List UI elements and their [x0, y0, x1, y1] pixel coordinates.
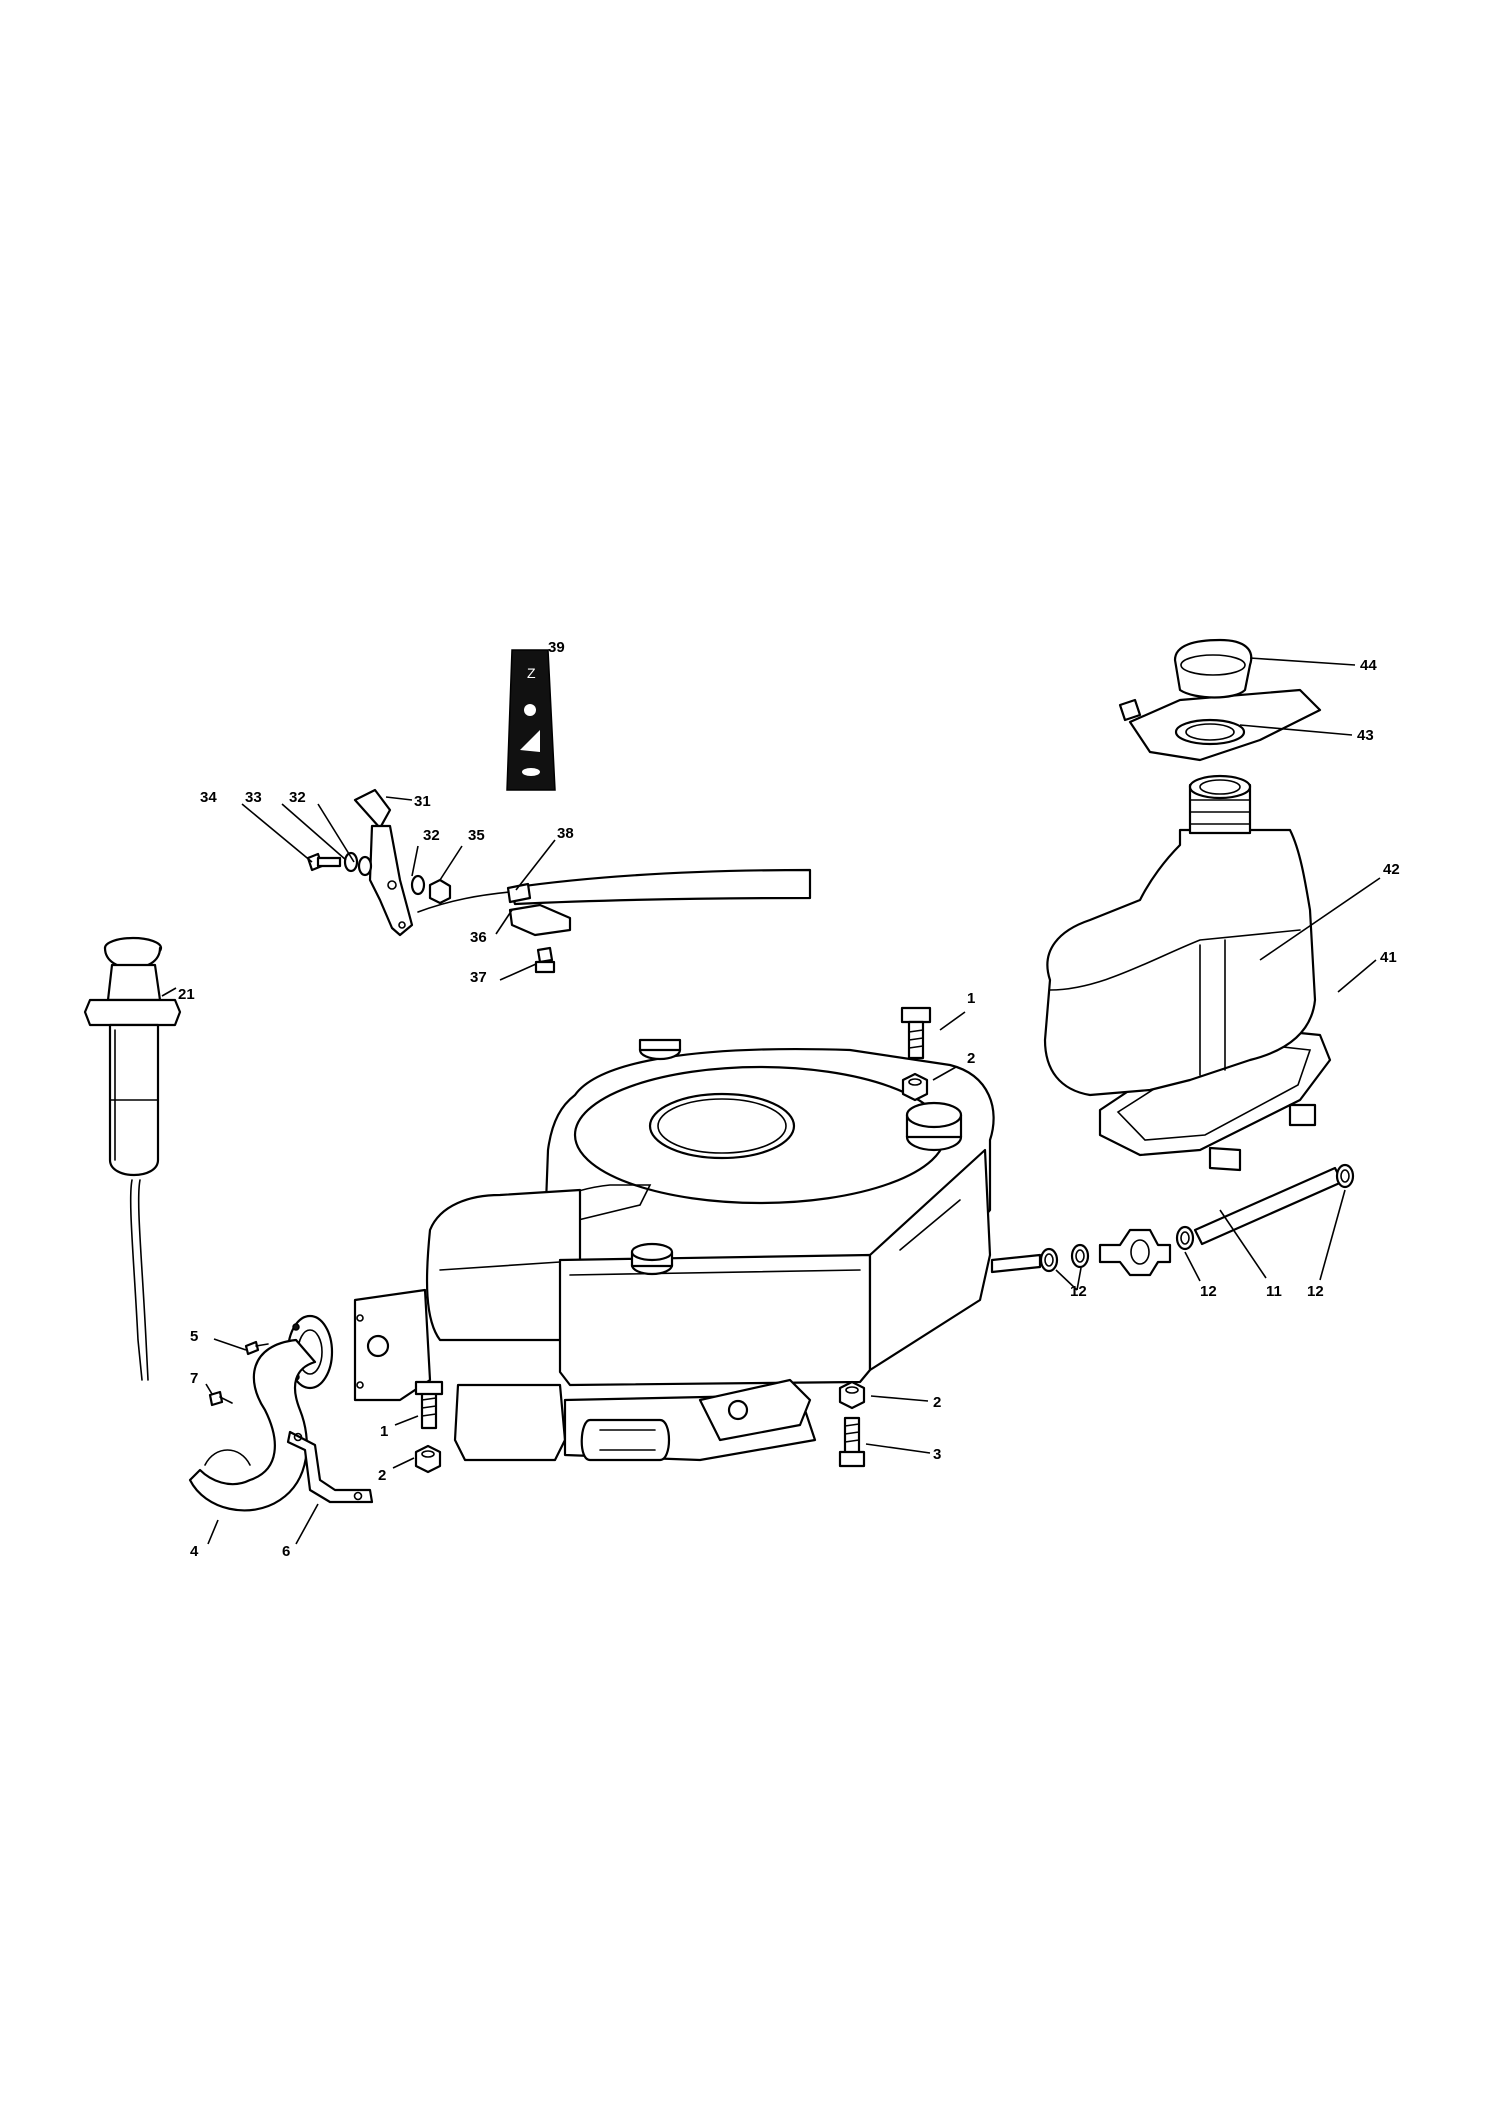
clamp-screw-37	[534, 946, 556, 974]
callout-33: 33	[245, 789, 262, 806]
cable-clamp-36	[508, 903, 572, 937]
tank-bracket	[1118, 688, 1322, 762]
svg-text:Z: Z	[527, 665, 536, 681]
callout-2-top: 2	[967, 1050, 975, 1067]
callout-11: 11	[1266, 1283, 1282, 1300]
throttle-decal: Z	[506, 649, 556, 791]
callout-43: 43	[1357, 727, 1374, 744]
nut-2-top	[901, 1072, 929, 1102]
callout-36: 36	[470, 929, 487, 946]
nut-2-right	[838, 1380, 866, 1410]
callout-42: 42	[1383, 861, 1400, 878]
callout-35: 35	[468, 827, 485, 844]
callout-labels: 1 2 1 2 2 3 4 5 6 7 11 12 12 12 21 31 32…	[178, 639, 1400, 1560]
screw-5	[244, 1340, 269, 1356]
oil-syringe	[83, 936, 182, 1381]
callout-41: 41	[1380, 949, 1397, 966]
fuel-line-parts	[1039, 1163, 1355, 1277]
callout-32-a: 32	[289, 789, 306, 806]
callout-4: 4	[190, 1543, 199, 1560]
screw-7	[208, 1390, 233, 1407]
callout-31: 31	[414, 793, 431, 810]
callout-2-left: 2	[378, 1467, 386, 1484]
bracket	[286, 1430, 374, 1504]
callout-1-left: 1	[380, 1423, 388, 1440]
throttle-nut-35	[428, 878, 452, 905]
throttle-cable	[417, 868, 812, 913]
callout-32-b: 32	[423, 827, 440, 844]
throttle-screw-34	[306, 852, 342, 872]
engine-block	[353, 1038, 1042, 1462]
muffler	[188, 1314, 334, 1512]
callout-2-right: 2	[933, 1394, 941, 1411]
fuel-tank	[1043, 774, 1317, 1097]
callout-37: 37	[470, 969, 487, 986]
fuel-cap	[1173, 638, 1253, 699]
callout-12-b: 12	[1200, 1283, 1217, 1300]
callout-3: 3	[933, 1446, 941, 1463]
callout-1-top: 1	[967, 990, 975, 1007]
bolt-3	[838, 1416, 866, 1468]
callout-34: 34	[200, 789, 217, 806]
callout-12-a: 12	[1070, 1283, 1087, 1300]
bolt-1-left	[414, 1380, 444, 1430]
callout-6: 6	[282, 1543, 290, 1560]
nut-2-left	[414, 1444, 442, 1474]
callout-5: 5	[190, 1328, 198, 1345]
callout-12-c: 12	[1307, 1283, 1324, 1300]
leader-lines	[161, 657, 1381, 1545]
bolt-1-top	[900, 1006, 932, 1060]
throttle-lever	[353, 788, 414, 937]
callout-7: 7	[190, 1370, 198, 1387]
callout-38: 38	[557, 825, 574, 842]
callout-39: 39	[548, 639, 565, 656]
callout-21: 21	[178, 986, 195, 1003]
callout-44: 44	[1360, 657, 1377, 674]
throttle-washers	[343, 851, 426, 896]
